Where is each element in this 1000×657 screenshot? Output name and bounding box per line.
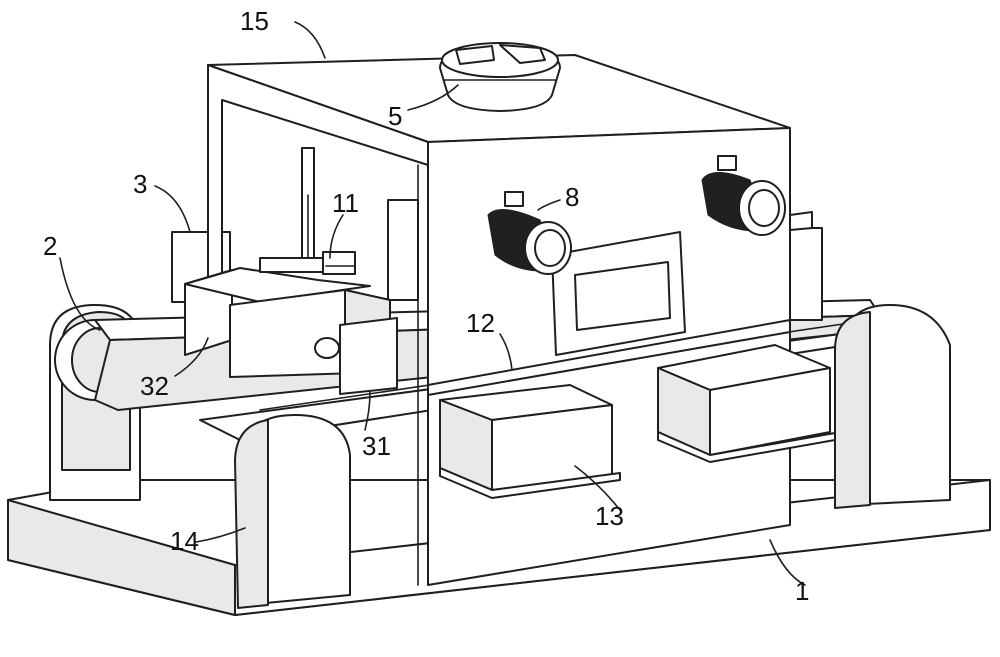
label-15: 15: [240, 6, 269, 36]
feed-hopper: [439, 42, 561, 112]
label-31: 31: [362, 431, 391, 461]
motor-right: [701, 155, 786, 236]
label-3: 3: [133, 169, 147, 199]
part-labels: 15 5 3 2 8 11 12 13 14 1 31 32: [43, 6, 809, 606]
control-display: [551, 231, 686, 356]
label-12: 12: [466, 308, 495, 338]
label-8: 8: [565, 182, 579, 212]
front-left-leg: [234, 414, 351, 609]
guide-rail: [427, 319, 791, 396]
leader-lines: [59, 21, 806, 586]
label-32: 32: [140, 371, 169, 401]
push-rod: [301, 147, 315, 259]
label-5: 5: [388, 101, 402, 131]
right-end-support: [834, 304, 951, 509]
motor-left: [487, 191, 572, 275]
push-plate: [314, 317, 398, 395]
label-13: 13: [595, 501, 624, 531]
label-14: 14: [170, 526, 199, 556]
label-11: 11: [332, 188, 359, 218]
collection-box-right: [657, 344, 836, 463]
collection-box-left: [439, 384, 621, 499]
label-2: 2: [43, 231, 57, 261]
label-1: 1: [795, 576, 809, 606]
right-side-bracket: [789, 211, 823, 321]
